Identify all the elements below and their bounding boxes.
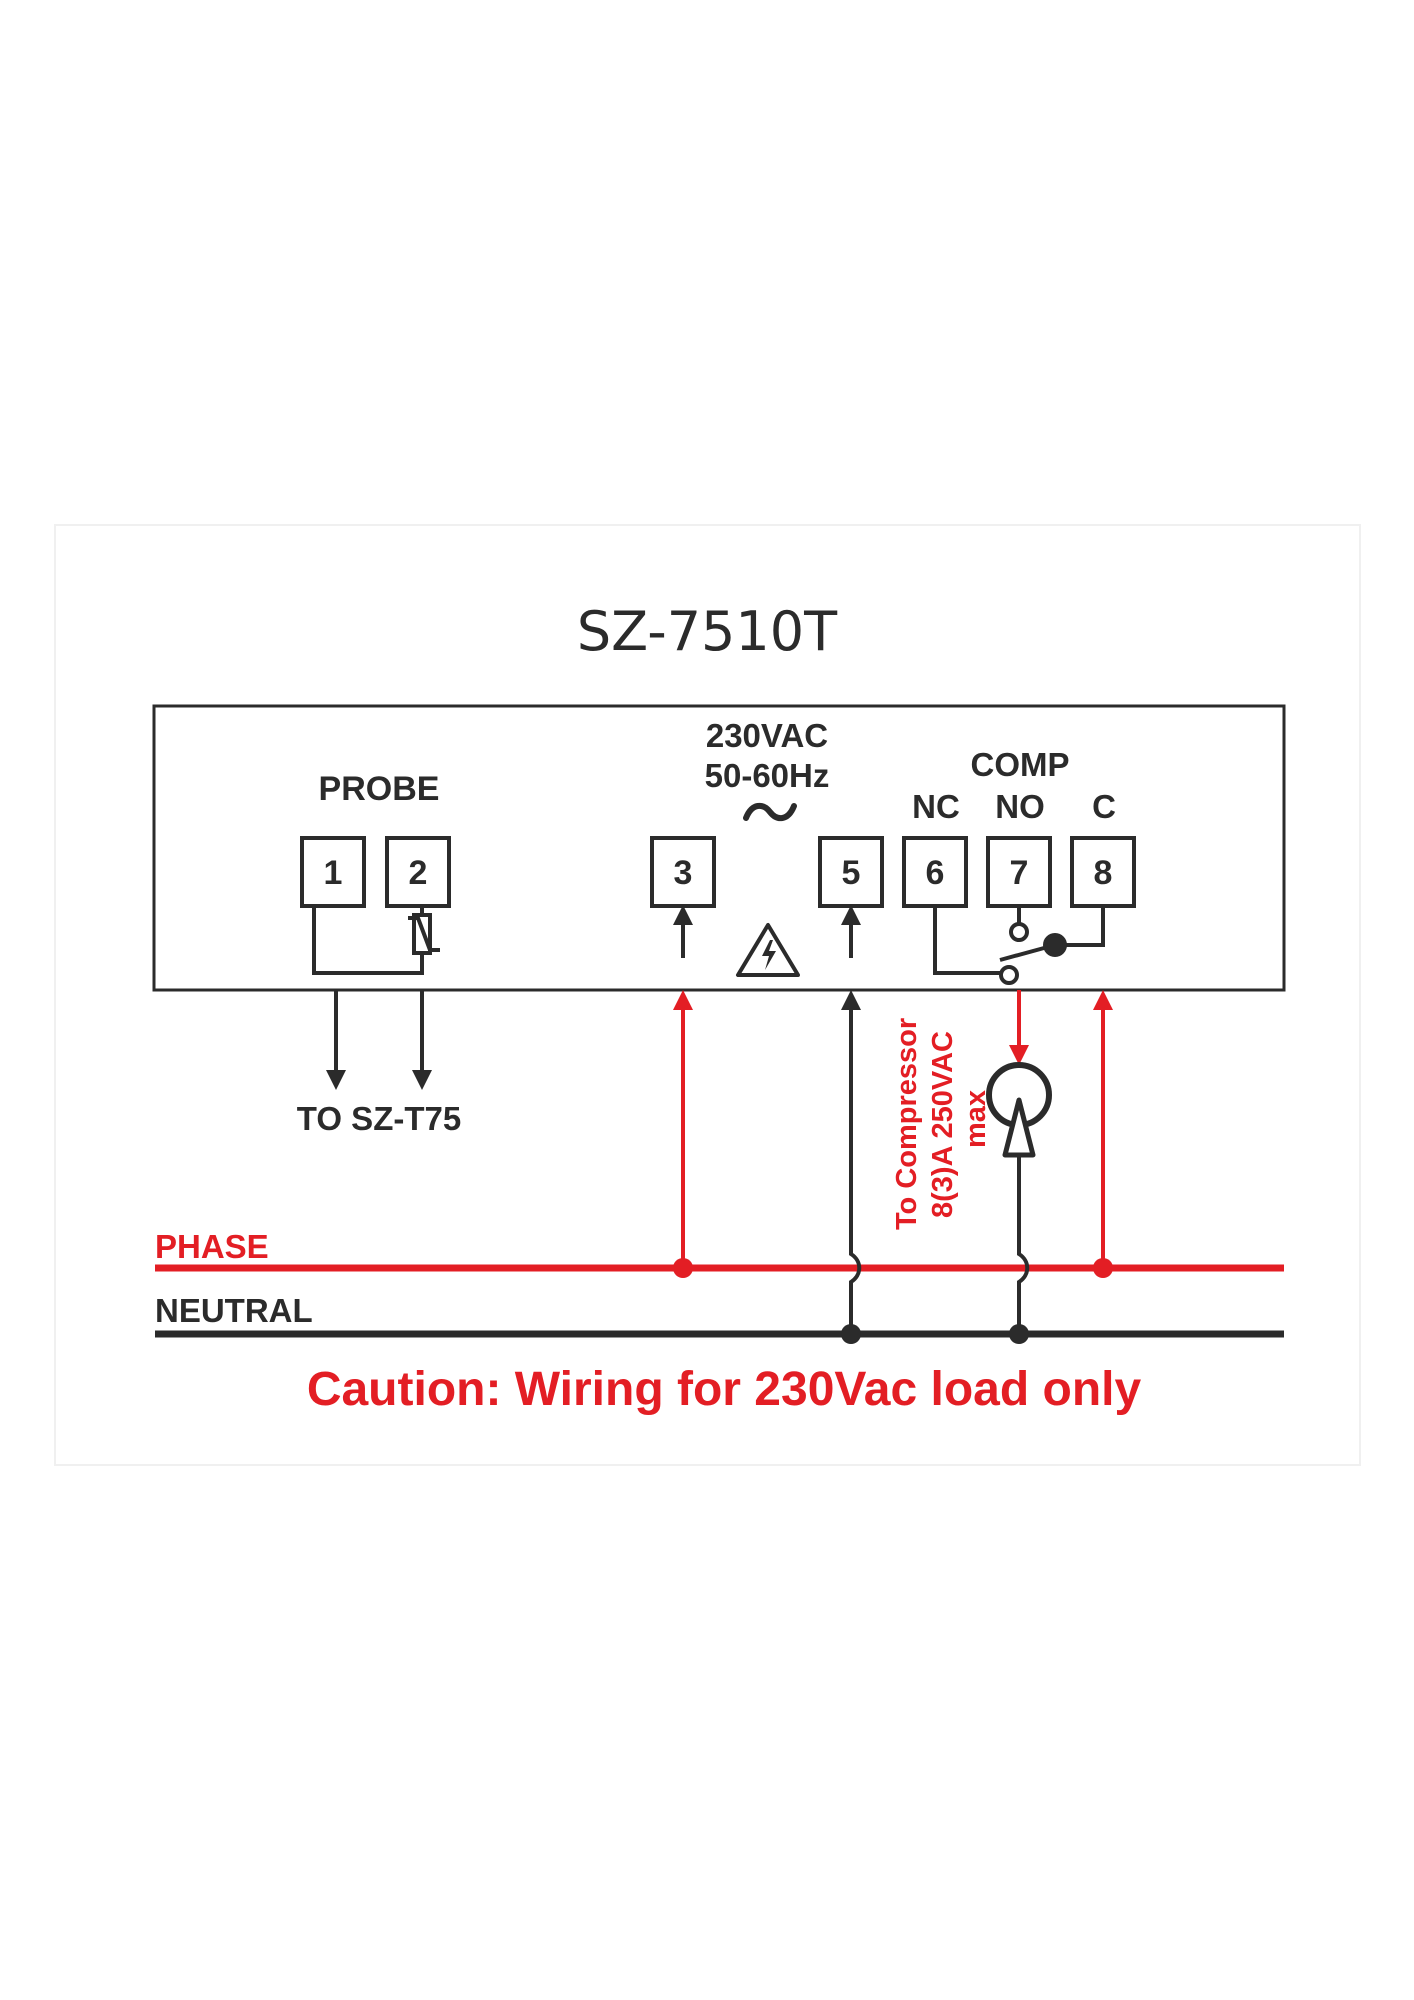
- phase-label: PHASE: [155, 1228, 269, 1265]
- terminal-2: 2: [385, 836, 451, 908]
- neutral-to-terminal-5: [841, 990, 862, 1334]
- probe-internal-wiring: [312, 906, 424, 975]
- terminal-3-label: 3: [674, 854, 693, 892]
- nc-label: NC: [912, 788, 960, 825]
- controller-body: [152, 704, 1286, 992]
- probe-output-label: TO SZ-T75: [297, 1100, 461, 1137]
- terminal-7: 7: [986, 836, 1052, 908]
- comp-label: COMP: [971, 746, 1070, 783]
- content-frame: [54, 524, 1361, 1466]
- supply-voltage-label: 230VAC: [706, 717, 828, 754]
- diagram-title: SZ-7510T: [577, 600, 838, 663]
- phase-junction-8: [1093, 1258, 1113, 1278]
- terminal-1: 1: [300, 836, 366, 908]
- terminal-5-label: 5: [842, 854, 861, 892]
- compressor-note-line3: max: [960, 1090, 992, 1148]
- compressor-note-line2: 8(3)A 250VAC: [927, 1031, 959, 1218]
- terminal-6-label: 6: [926, 854, 945, 892]
- probe-label: PROBE: [319, 770, 440, 808]
- neutral-junction-compressor: [1009, 1324, 1029, 1344]
- compressor-to-neutral: [1017, 1155, 1030, 1334]
- high-voltage-warning-icon: [736, 923, 800, 977]
- terminal-1-label: 1: [324, 854, 343, 892]
- caution-text: Caution: Wiring for 230Vac load only: [307, 1363, 1142, 1416]
- c-label: C: [1092, 788, 1116, 825]
- terminal-7-label: 7: [1010, 854, 1029, 892]
- terminal-8: 8: [1070, 836, 1136, 908]
- neutral-label: NEUTRAL: [155, 1292, 313, 1329]
- terminal-3: 3: [650, 836, 716, 908]
- compressor-icon: [986, 1062, 1052, 1158]
- compressor-note-line1: To Compressor: [891, 1018, 923, 1230]
- neutral-junction-5: [841, 1324, 861, 1344]
- terminal-5: 5: [818, 836, 884, 908]
- terminal-8-label: 8: [1094, 854, 1113, 892]
- ac-sine-icon: [743, 802, 797, 822]
- supply-frequency-label: 50-60Hz: [705, 757, 830, 794]
- no-label: NO: [995, 788, 1045, 825]
- phase-junction-3: [673, 1258, 693, 1278]
- terminal-6: 6: [902, 836, 968, 908]
- relay-switch: [933, 906, 1105, 985]
- terminal-2-label: 2: [409, 854, 428, 892]
- ntc-thermistor-icon: [408, 913, 440, 955]
